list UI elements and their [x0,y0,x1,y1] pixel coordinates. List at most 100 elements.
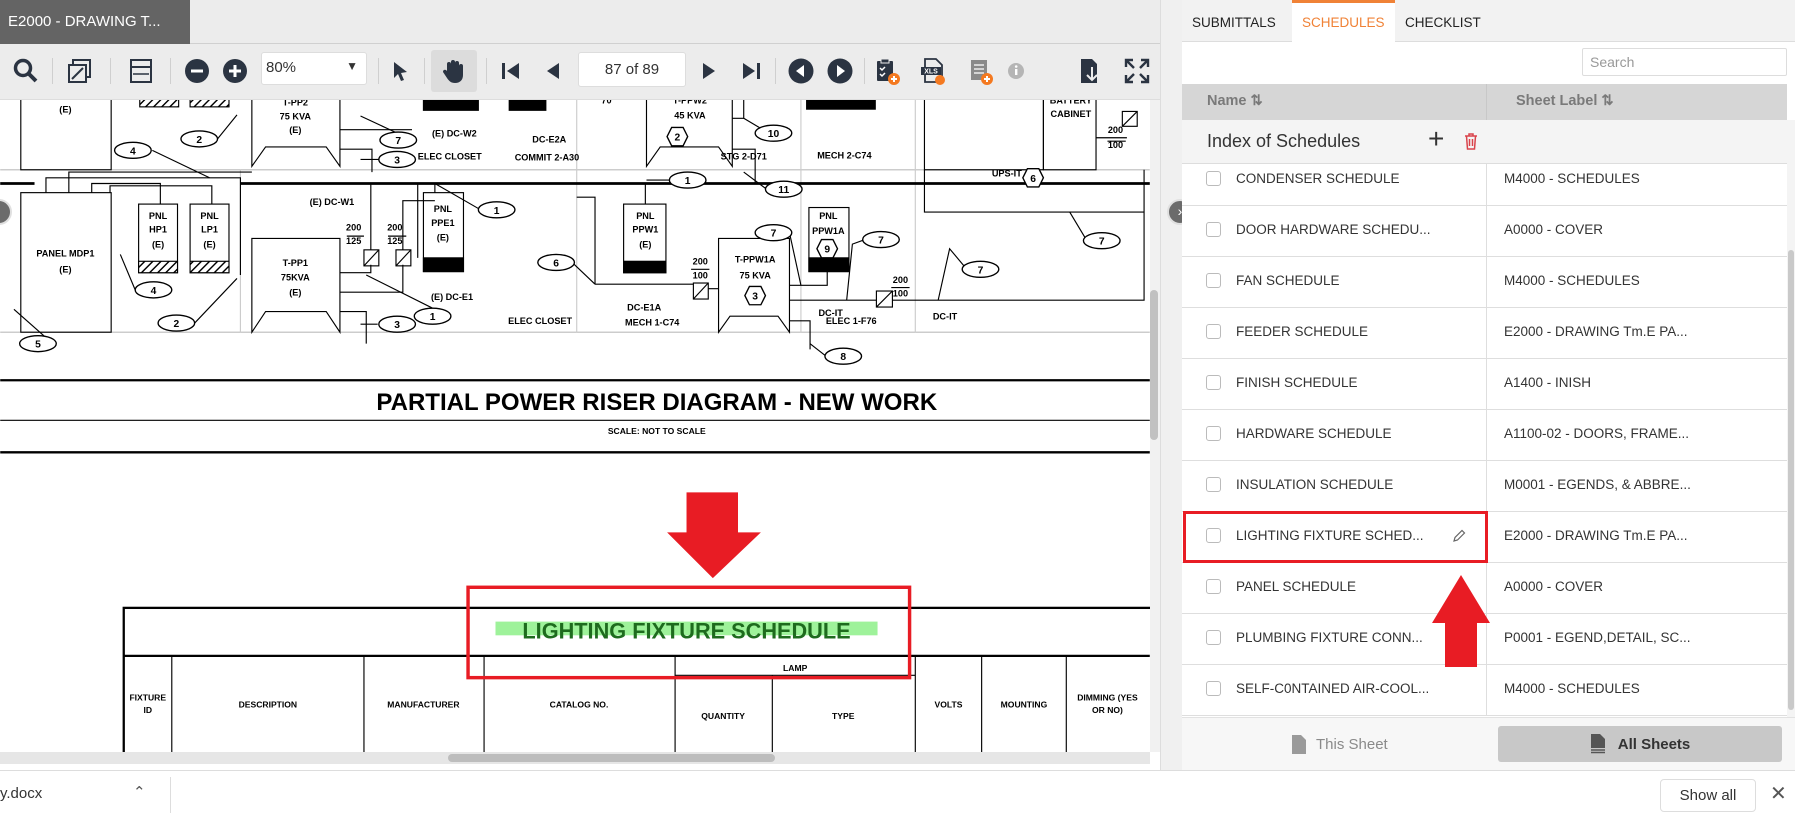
sheet-label[interactable]: A0000 - COVER [1504,579,1604,594]
sheet-label[interactable]: M4000 - SCHEDULES [1504,681,1640,696]
row-checkbox[interactable] [1206,681,1221,696]
list-scrollbar[interactable] [1787,120,1795,717]
schedule-name[interactable]: INSULATION SCHEDULE [1236,477,1394,492]
row-checkbox[interactable] [1206,630,1221,645]
row-checkbox[interactable] [1206,273,1221,288]
row-checkbox[interactable] [1206,528,1221,543]
schedule-row[interactable]: PLUMBING FIXTURE CONN... P0001 - EGEND,DE… [1182,614,1787,665]
all-sheets-button[interactable]: All Sheets [1498,726,1782,762]
schedule-row[interactable]: FAN SCHEDULE M4000 - SCHEDULES [1182,257,1787,308]
drawing-label: PPE1 [431,218,454,228]
document-tab[interactable]: E2000 - DRAWING T... [0,0,190,44]
schedule-name[interactable]: PANEL SCHEDULE [1236,579,1357,594]
next-markup-button[interactable] [823,54,857,88]
schedule-row[interactable]: PANEL SCHEDULE A0000 - COVER [1182,563,1787,614]
schedule-name[interactable]: DOOR HARDWARE SCHEDU... [1236,222,1431,237]
last-page-button[interactable] [734,54,768,88]
callout-7: 7 [754,223,793,242]
show-all-button[interactable]: Show all [1660,779,1756,812]
prev-page-button[interactable] [536,54,570,88]
power-riser-drawing: PARTIAL POWER RISER DIAGRAM - NEW WORK S… [0,100,1150,752]
row-checkbox[interactable] [1206,222,1221,237]
drawing-label: PNL [819,211,838,221]
schedule-row[interactable]: DOOR HARDWARE SCHEDU... A0000 - COVER [1182,206,1787,257]
drawing-horizontal-scrollbar[interactable] [0,752,1150,764]
select-tool-button[interactable] [383,54,417,88]
download-button[interactable] [1073,54,1107,88]
info-button[interactable] [999,54,1033,88]
schedule-row[interactable]: FEEDER SCHEDULE E2000 - DRAWING Tm.E PA..… [1182,308,1787,359]
export-xls-button[interactable]: XLS [916,54,950,88]
sheet-label[interactable]: E2000 - DRAWING Tm.E PA... [1504,528,1688,543]
this-sheet-button[interactable]: This Sheet [1292,726,1492,762]
zoom-out-button[interactable] [180,54,214,88]
zoom-in-button[interactable] [218,54,252,88]
search-input[interactable]: Search [1582,48,1787,76]
drawing-label: T-PP2 [283,100,308,108]
search-button[interactable] [9,54,43,88]
add-checklist-button[interactable] [870,54,904,88]
fit-width-button[interactable] [124,54,158,88]
add-schedule-button[interactable] [964,54,998,88]
first-page-button[interactable] [494,54,528,88]
schedule-row[interactable]: FINISH SCHEDULE A1400 - INISH [1182,359,1787,410]
list-scroll-thumb[interactable] [1788,250,1794,710]
schedule-row[interactable]: HARDWARE SCHEDULE A1100-02 - DOORS, FRAME… [1182,410,1787,461]
fullscreen-button[interactable] [1120,54,1154,88]
schedule-row[interactable]: INSULATION SCHEDULE M0001 - EGENDS, & ABB… [1182,461,1787,512]
tab-submittals[interactable]: SUBMITTALS [1192,15,1276,30]
row-checkbox[interactable] [1206,426,1221,441]
vertical-scroll-thumb[interactable] [1150,290,1158,440]
sheet-label[interactable]: P0001 - EGEND,DETAIL, SC... [1504,630,1691,645]
panel-splitter[interactable]: › [1160,0,1193,770]
schedule-name[interactable]: FEEDER SCHEDULE [1236,324,1369,339]
schedule-name[interactable]: LIGHTING FIXTURE SCHED... [1236,528,1424,543]
schedule-name[interactable]: FINISH SCHEDULE [1236,375,1358,390]
sheet-label[interactable]: M4000 - SCHEDULES [1504,171,1640,186]
close-icon[interactable]: ✕ [1770,783,1787,805]
tab-checklist[interactable]: CHECKLIST [1405,15,1481,30]
row-checkbox[interactable] [1206,375,1221,390]
sheet-label[interactable]: A1400 - INISH [1504,375,1592,390]
sheet-label[interactable]: A1100-02 - DOORS, FRAME... [1504,426,1690,441]
pan-tool-button[interactable] [431,50,477,92]
name-column-header[interactable]: Name ⇅ [1207,93,1263,109]
edit-pencil-icon[interactable] [1452,529,1466,543]
resize-button[interactable] [63,54,97,88]
chevron-up-icon[interactable]: ⌃ [133,784,146,801]
callout-number: 3 [394,320,400,331]
info-icon [1008,63,1024,79]
row-checkbox[interactable] [1206,171,1221,186]
callout-11: 11 [764,180,803,198]
schedule-row[interactable]: CONDENSER SCHEDULE M4000 - SCHEDULES [1182,164,1787,206]
sheet-label-column-header[interactable]: Sheet Label ⇅ [1516,93,1614,109]
schedule-name[interactable]: CONDENSER SCHEDULE [1236,171,1400,186]
page-number-input[interactable]: 87 of 89 [578,52,686,87]
row-checkbox[interactable] [1206,324,1221,339]
row-checkbox[interactable] [1206,477,1221,492]
tab-schedules[interactable]: SCHEDULES [1292,0,1395,42]
add-schedule-plus-icon[interactable]: + [1428,123,1445,154]
drawing-vertical-scrollbar[interactable] [1150,100,1160,752]
sheet-label[interactable]: A0000 - COVER [1504,222,1604,237]
row-checkbox[interactable] [1206,579,1221,594]
sheet-label[interactable]: E2000 - DRAWING Tm.E PA... [1504,324,1688,339]
schedule-name[interactable]: PLUMBING FIXTURE CONN... [1236,630,1423,645]
schedule-name[interactable]: FAN SCHEDULE [1236,273,1340,288]
horizontal-scroll-thumb[interactable] [448,754,775,762]
zoom-level-select[interactable]: 80%▼ [261,52,367,85]
schedule-row[interactable]: LIGHTING FIXTURE SCHED... E2000 - DRAWING… [1182,512,1787,563]
delete-trash-icon[interactable] [1464,133,1478,150]
first-page-icon [502,63,519,79]
next-page-button[interactable] [692,54,726,88]
schedule-name[interactable]: SELF-C0NTAINED AIR-COOL... [1236,681,1430,696]
downloaded-file[interactable]: y.docx [0,785,43,802]
schedule-column-header: QUANTITY [701,711,745,721]
sheet-label[interactable]: M4000 - SCHEDULES [1504,273,1640,288]
schedule-row[interactable]: SELF-C0NTAINED AIR-COOL... M4000 - SCHEDU… [1182,665,1787,716]
drawing-canvas[interactable]: PARTIAL POWER RISER DIAGRAM - NEW WORK S… [0,100,1150,752]
schedule-name[interactable]: HARDWARE SCHEDULE [1236,426,1392,441]
previous-markup-button[interactable] [784,54,818,88]
sheet-label[interactable]: M0001 - EGENDS, & ABBRE... [1504,477,1691,492]
